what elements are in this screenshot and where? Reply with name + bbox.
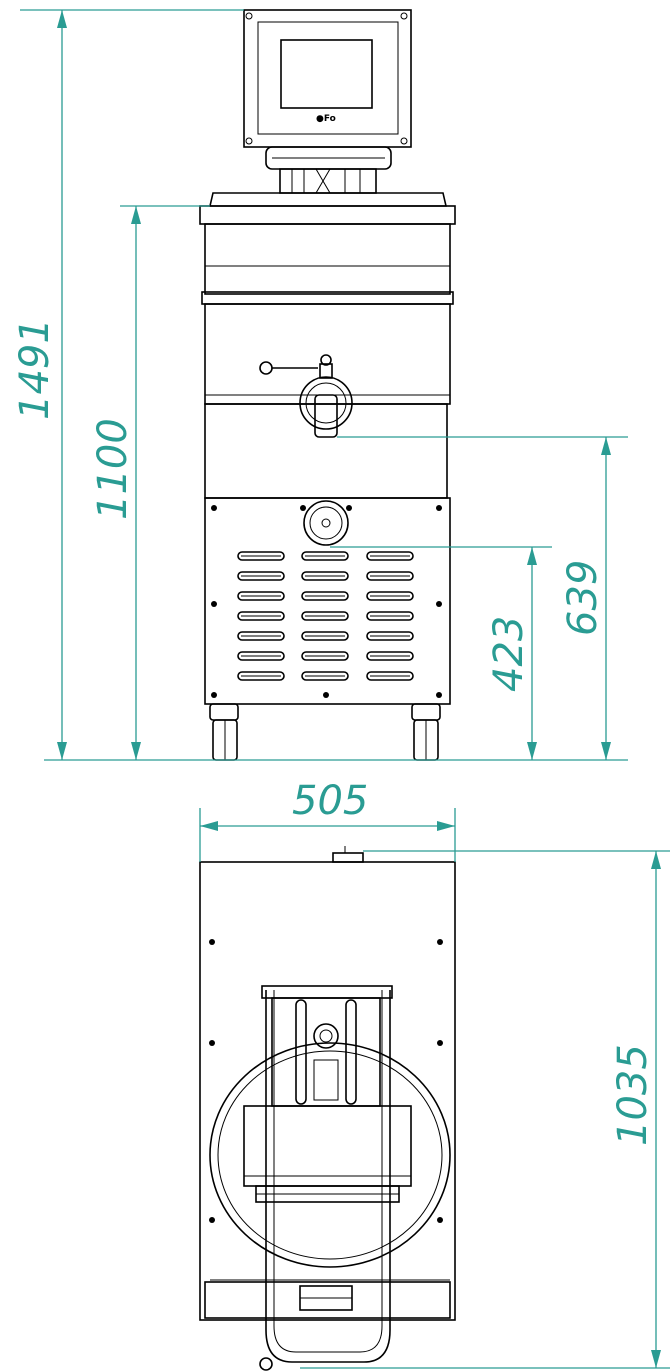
- front-view: ●Fo: [199, 9, 456, 761]
- vent-slot: [237, 551, 285, 561]
- dim-label-1491: 1491: [12, 318, 58, 420]
- tap: [259, 354, 353, 438]
- panel-logo: ●Fo: [316, 114, 336, 124]
- control-panel: ●Fo: [243, 9, 412, 148]
- vent-slot: [301, 671, 349, 681]
- dimension-tap-height: 639: [337, 436, 628, 760]
- upper-body: [201, 223, 454, 499]
- vent-slot: [301, 651, 349, 661]
- vent-slot: [237, 671, 285, 681]
- vent-slot: [237, 631, 285, 641]
- dim-label-423: 423: [486, 616, 532, 692]
- vent-slot: [366, 631, 414, 641]
- caster-left: [209, 703, 239, 761]
- vent-grille: [237, 551, 414, 681]
- vent-slot: [366, 591, 414, 601]
- vent-slot: [366, 571, 414, 581]
- dimension-depth: 1035: [300, 850, 670, 1369]
- panel-stand: [265, 146, 392, 194]
- vent-slot: [237, 611, 285, 621]
- vent-slot: [301, 591, 349, 601]
- vent-slot: [366, 671, 414, 681]
- vent-slot: [366, 651, 414, 661]
- dimension-body-height: 1100: [90, 205, 210, 760]
- lower-cabinet: [204, 497, 451, 705]
- dim-label-1100: 1100: [90, 418, 136, 520]
- vent-slot: [237, 651, 285, 661]
- dim-label-639: 639: [560, 560, 606, 636]
- top-view: [199, 846, 456, 1371]
- vent-slot: [301, 611, 349, 621]
- vent-slot: [366, 551, 414, 561]
- vent-slot: [301, 571, 349, 581]
- dimension-total-height: 1491: [12, 9, 244, 760]
- dim-label-1035: 1035: [610, 1044, 656, 1146]
- vent-slot: [366, 611, 414, 621]
- vent-slot: [301, 551, 349, 561]
- lid: [199, 192, 456, 225]
- vent-slot: [301, 631, 349, 641]
- caster-right: [411, 703, 441, 761]
- dimension-width: 505: [199, 778, 456, 862]
- dimension-outlet-height: 423: [330, 546, 552, 760]
- vent-slot: [237, 571, 285, 581]
- vent-slot: [237, 591, 285, 601]
- dim-label-505: 505: [292, 778, 368, 824]
